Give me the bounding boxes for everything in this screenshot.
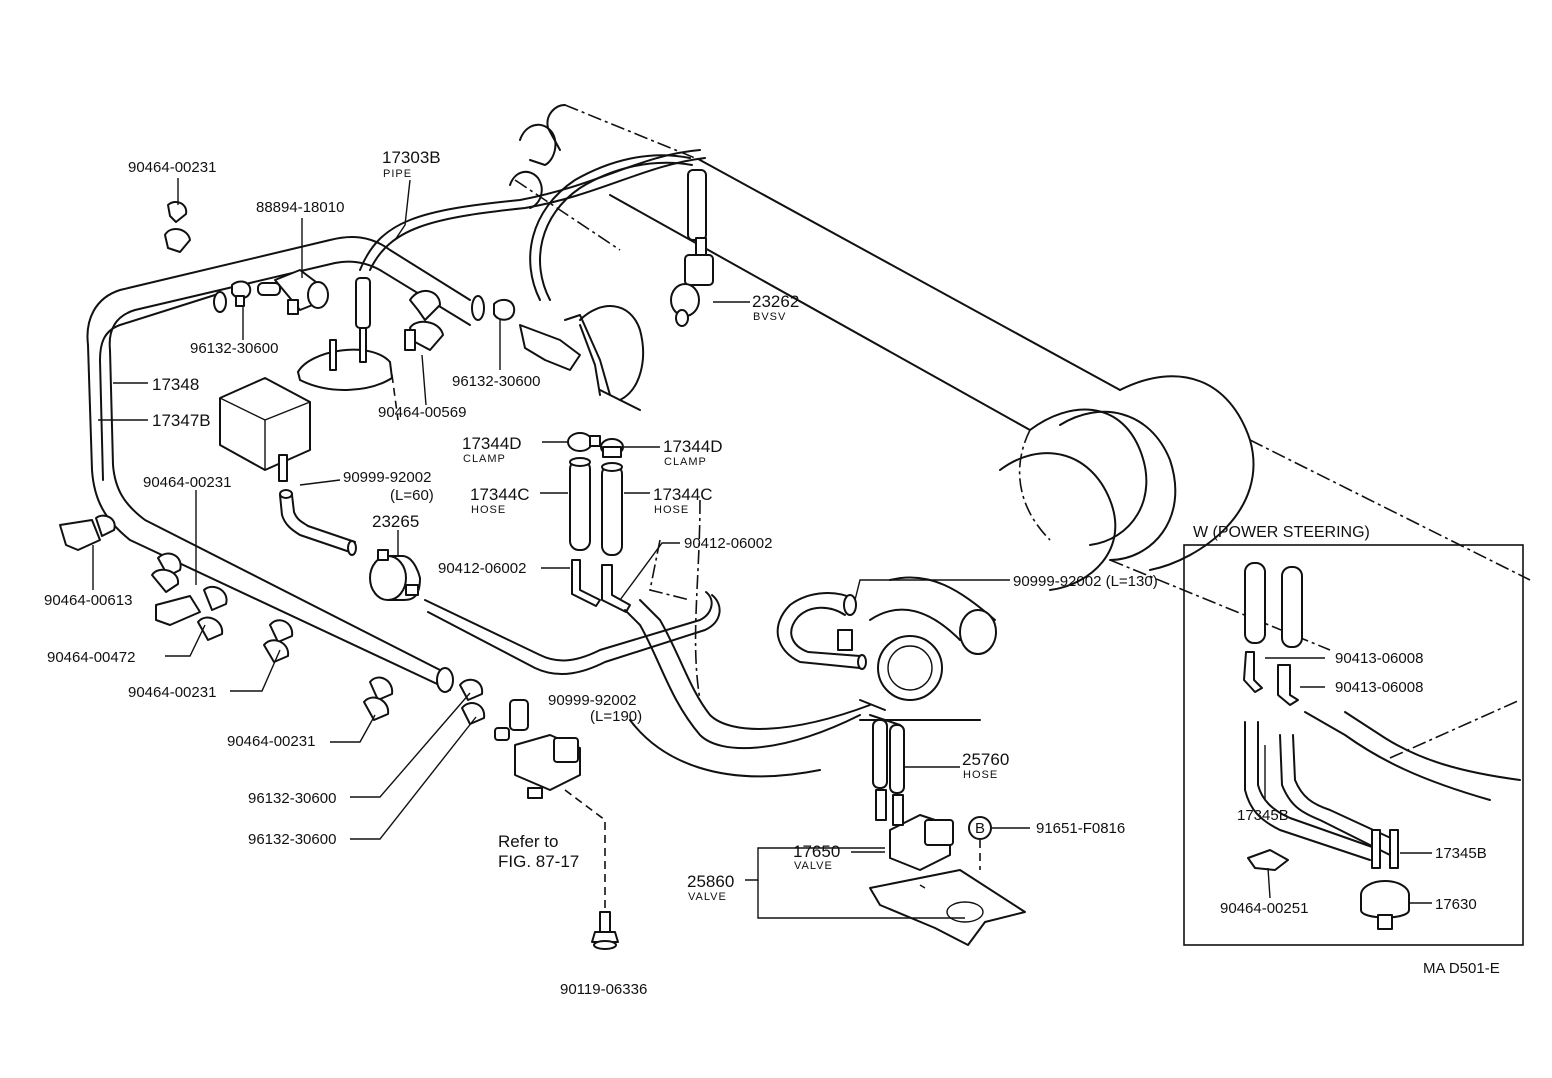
- label-union-1: 90412-06002: [438, 560, 526, 577]
- label-inset-union1: 90413-06008: [1335, 650, 1423, 667]
- filter-23265: [369, 549, 421, 601]
- label-clamp-bot1: 96132-30600: [248, 790, 336, 807]
- clip-90464-00569: [404, 290, 444, 351]
- union-90412-left: [571, 559, 601, 607]
- label-bolt-06336: 90119-06336: [560, 981, 647, 998]
- clamp-96132-mid: [493, 298, 516, 321]
- part-labels: 90464-00231 17303B PIPE 88894-18010 2326…: [44, 148, 1500, 998]
- label-inset-hose1: 17345B: [1237, 807, 1289, 824]
- circle-b-label: B: [975, 820, 985, 837]
- bolt-90119-06336: [591, 911, 619, 950]
- vsv-lower: [494, 699, 606, 910]
- bvsv-23262: [670, 169, 714, 327]
- label-hose-c1: 17344C: [470, 485, 530, 504]
- actuator-pot: [297, 277, 399, 421]
- clip-left2-90464-00231: [151, 552, 182, 593]
- label-clamp-mid: 96132-30600: [452, 373, 540, 390]
- vsv-88894-18010: [257, 269, 329, 315]
- label-valve-25860: 25860: [687, 872, 734, 891]
- figure-code: MA D501-E: [1423, 960, 1500, 977]
- label-hose-17348: 17348: [152, 375, 199, 394]
- hose-l60: [279, 489, 357, 556]
- label-inset-clip: 90464-00251: [1220, 900, 1308, 917]
- label-clip-bot1: 90464-00231: [128, 684, 216, 701]
- label-pipe-17303b: 17303B: [382, 148, 441, 167]
- label-bolt-f0816: 91651-F0816: [1036, 820, 1125, 837]
- circle-b-marker: B: [968, 816, 992, 870]
- clip-tl-90464-00231: [164, 201, 191, 253]
- hose-elbow-mid: [519, 314, 611, 396]
- label-inset-hose2: 17345B: [1435, 845, 1487, 862]
- label-hose-l130: 90999-92002 (L=130): [1013, 573, 1158, 590]
- label-filter-23265: 23265: [372, 512, 419, 531]
- hose-17344c-right: [601, 462, 623, 556]
- clamp-17344d-right: [600, 438, 624, 458]
- label-clip-left2: 90464-00231: [143, 474, 231, 491]
- engine-body-outline: [509, 104, 1531, 778]
- label-hose-l190-len: (L=190): [590, 708, 642, 725]
- label-clamp-d1-sub: CLAMP: [463, 453, 506, 465]
- label-clamp-d1: 17344D: [462, 434, 522, 453]
- inset-title: W (POWER STEERING): [1193, 524, 1370, 541]
- bracket-25860: [869, 869, 1026, 946]
- label-hose-l60: 90999-92002: [343, 469, 431, 486]
- label-clip-613: 90464-00613: [44, 592, 132, 609]
- label-hose-l190: 90999-92002: [548, 692, 636, 709]
- label-hose-c2-sub: HOSE: [654, 504, 689, 516]
- label-clip-bot2: 90464-00231: [227, 733, 315, 750]
- label-clip-569: 90464-00569: [378, 404, 466, 421]
- label-refer-2: FIG. 87-17: [498, 852, 579, 871]
- clip-bot1-90464-00231: [263, 619, 294, 663]
- canister-box: [219, 377, 311, 482]
- clamp-96132-left: [231, 280, 252, 307]
- label-valve-17650: 17650: [793, 842, 840, 861]
- clip-90464-00613: [59, 514, 116, 551]
- hose-loop-17348: [86, 236, 485, 693]
- label-hose-l60-len: (L=60): [390, 487, 434, 504]
- hose-l190: [424, 591, 901, 750]
- label-inset-switch: 17630: [1435, 896, 1477, 913]
- label-clamp-bot2: 96132-30600: [248, 831, 336, 848]
- label-hose-c1-sub: HOSE: [471, 504, 506, 516]
- label-hose-25760: 25760: [962, 750, 1009, 769]
- label-pipe-sub: PIPE: [383, 168, 412, 180]
- label-clip-tl: 90464-00231: [128, 159, 216, 176]
- label-hose-25760-sub: HOSE: [963, 769, 998, 781]
- label-hose-17347b: 17347B: [152, 411, 211, 430]
- union-90412-right: [601, 564, 631, 613]
- vsv-17650: [875, 789, 954, 871]
- label-clamp-d2: 17344D: [663, 437, 723, 456]
- leader-lines: [92, 178, 1030, 919]
- label-union-2: 90412-06002: [684, 535, 772, 552]
- clip-90464-00472: [155, 585, 228, 641]
- clamp-17344d-left: [567, 432, 601, 452]
- label-refer-1: Refer to: [498, 832, 558, 851]
- hose-17344c-left: [569, 457, 591, 551]
- clip-bot2-90464-00231: [363, 676, 394, 721]
- label-vsv-88894: 88894-18010: [256, 199, 344, 216]
- clamps-96132-bottom: [459, 678, 486, 725]
- label-bvsv-sub: BVSV: [753, 311, 786, 323]
- label-valve-17650-sub: VALVE: [794, 860, 833, 872]
- inset-power-steering: [1183, 544, 1524, 946]
- label-hose-c2: 17344C: [653, 485, 713, 504]
- hose-25760: [872, 719, 905, 794]
- label-bvsv-23262: 23262: [752, 292, 799, 311]
- label-clamp-d2-sub: CLAMP: [664, 456, 707, 468]
- label-inset-union2: 90413-06008: [1335, 679, 1423, 696]
- label-clamp-left: 96132-30600: [190, 340, 278, 357]
- label-valve-25860-sub: VALVE: [688, 891, 727, 903]
- hose-l130: [776, 592, 867, 670]
- label-clip-472: 90464-00472: [47, 649, 135, 666]
